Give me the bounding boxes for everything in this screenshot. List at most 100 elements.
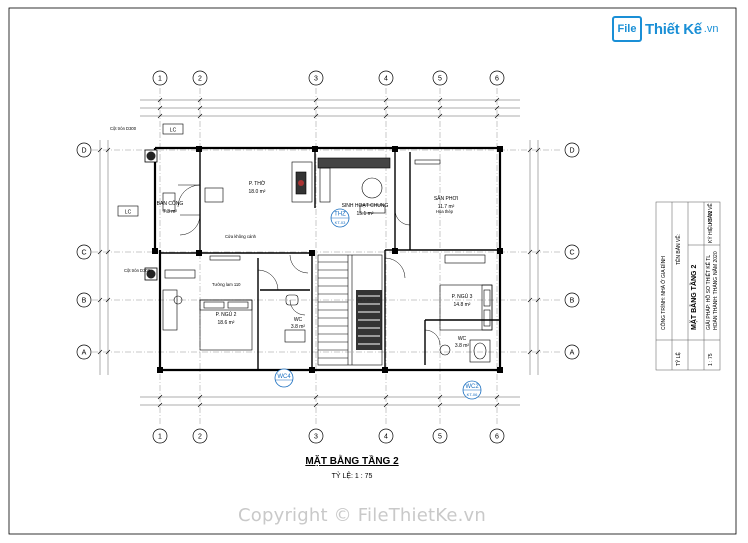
svg-text:5: 5 (438, 76, 442, 83)
room-ngu3-area: 14.8 m² (454, 302, 471, 308)
room-ptho-name: P. THỜ (249, 180, 266, 187)
tb-code-label: KÝ HIỆU BẢN VẼ (706, 203, 714, 243)
grid-bubble-col-4-bottom: 4 (378, 428, 394, 444)
lc-label-top: LC (170, 128, 177, 134)
room-ngu2-area: 18.6 m² (218, 320, 235, 326)
svg-text:A: A (82, 350, 87, 357)
site-logo: File Thiết Kế .vn (612, 16, 718, 42)
note-hoa-thep: Hoa thép (436, 209, 454, 214)
room-ptho-area: 18.0 m² (249, 189, 266, 195)
tb-sheet-label: TÊN BẢN VẼ: (674, 234, 682, 265)
grid-lines (92, 88, 562, 425)
grid-bubble-col-3-bottom: 3 (308, 428, 324, 444)
tag-thz: THZ KT-03 (330, 208, 350, 228)
room-wc-right-area: 3.8 m² (455, 343, 470, 349)
grid-bubble-row-B-left: B (76, 292, 92, 308)
grid-bubble-row-A-left: A (76, 344, 92, 360)
exterior-walls (153, 146, 502, 372)
svg-text:3: 3 (314, 76, 318, 83)
svg-text:4: 4 (384, 76, 388, 83)
grid-bubble-row-A-right: A (564, 344, 580, 360)
grid-bubble-col-5-top: 5 (432, 70, 448, 86)
grid-bubble-col-2-bottom: 2 (192, 428, 208, 444)
svg-text:THZ: THZ (334, 212, 346, 218)
svg-text:WC4: WC4 (277, 374, 291, 380)
grid-bubble-col-3-top: 3 (308, 70, 324, 86)
dimension-lines (99, 99, 539, 406)
svg-text:5: 5 (438, 434, 442, 441)
room-wc-left-name: WC (294, 317, 303, 323)
room-sinhhoat-area: 15.1 m² (357, 211, 374, 217)
room-ngu3-name: P. NGỦ 3 (452, 293, 473, 300)
drawing-title: MẶT BẰNG TẦNG 2 (305, 456, 399, 467)
lc-label-left: LC (125, 210, 132, 216)
grid-bubble-row-C-right: C (564, 244, 580, 260)
grid-bubble-col-4-top: 4 (378, 70, 394, 86)
room-sanphoi-name: SÂN PHƠI (434, 195, 458, 202)
tag-wc4: WC4 (274, 368, 294, 388)
svg-text:2: 2 (198, 76, 202, 83)
room-ngu2-name: P. NGỦ 2 (216, 311, 237, 318)
svg-text:WC2: WC2 (465, 384, 479, 390)
svg-text:KT-03: KT-03 (335, 220, 346, 225)
tb-drawn: HOÀN THÀNH: THÁNG (712, 277, 719, 330)
dimension-ticks (97, 97, 541, 408)
grid-bubble-col-1-bottom: 1 (152, 428, 168, 444)
tb-sheet-name: MẶT BẰNG TẦNG 2 (688, 265, 698, 330)
note-tuong-lam: Tường lam 110 (212, 282, 241, 287)
room-sanphoi-area: 11.7 m² (438, 204, 455, 210)
logo-badge: File (612, 16, 642, 42)
grid-bubble-row-B-right: B (564, 292, 580, 308)
grid-bubble-row-D-left: D (76, 142, 92, 158)
room-sinhhoat-name: SINH HOẠT CHUNG (342, 203, 389, 209)
svg-text:KT-06: KT-06 (467, 392, 478, 397)
sheet-border (8, 7, 737, 535)
furniture (162, 157, 493, 363)
note-cot-tron-1: Cột tròn D300 (110, 126, 137, 131)
logo-name: Thiết Kế (645, 20, 702, 38)
tb-year: NĂM 2020 (712, 251, 719, 275)
grid-bubble-col-6-top: 6 (489, 70, 505, 86)
room-bancong-name: BAN CÔNG (157, 200, 184, 207)
room-bancong-area: 7.3 m² (163, 209, 178, 215)
copyright-watermark: Copyright © FileThietKe.vn (238, 505, 487, 526)
tb-scale-label: TỶ LỆ (674, 351, 682, 366)
svg-text:D: D (569, 148, 574, 155)
grid-bubble-col-5-bottom: 5 (432, 428, 448, 444)
tag-wc2: WC2 KT-06 (462, 380, 482, 400)
tb-project: CÔNG TRÌNH: NHÀ Ở GIA ĐÌNH (660, 256, 667, 330)
room-wc-right-name: WC (458, 336, 467, 342)
interior-walls (160, 152, 500, 370)
tb-scale-val: 1 : 75 (708, 353, 714, 366)
grid-bubble-col-1-top: 1 (152, 70, 168, 86)
svg-text:3: 3 (314, 434, 318, 441)
round-column-top-fill (146, 151, 156, 161)
grid-bubble-col-2-top: 2 (192, 70, 208, 86)
svg-text:6: 6 (495, 76, 499, 83)
svg-text:B: B (82, 298, 87, 305)
stair-hatch-lines (358, 295, 380, 345)
title-block (655, 201, 721, 371)
svg-text:1: 1 (158, 434, 162, 441)
svg-text:4: 4 (384, 434, 388, 441)
room-wc-left-area: 3.8 m² (291, 324, 306, 330)
grid-bubble-col-6-bottom: 6 (489, 428, 505, 444)
doors (177, 184, 441, 346)
logo-domain: .vn (703, 23, 719, 35)
columns (152, 146, 503, 373)
svg-text:D: D (81, 148, 86, 155)
svg-text:A: A (570, 350, 575, 357)
svg-text:2: 2 (198, 434, 202, 441)
tb-design: GIẢI PHÁP: HỒ SƠ THIẾT KẾ TL (705, 255, 712, 330)
tb-code: KT-02 (708, 210, 714, 224)
svg-text:1: 1 (158, 76, 162, 83)
note-cot-tron-2: Cột tròn D300 (124, 268, 151, 273)
grid-bubble-row-D-right: D (564, 142, 580, 158)
grid-bubble-row-C-left: C (76, 244, 92, 260)
stair-treads (318, 261, 348, 359)
svg-text:C: C (81, 250, 86, 257)
drawing-scale: TỶ LỆ: 1 : 75 (331, 473, 373, 480)
svg-text:6: 6 (495, 434, 499, 441)
